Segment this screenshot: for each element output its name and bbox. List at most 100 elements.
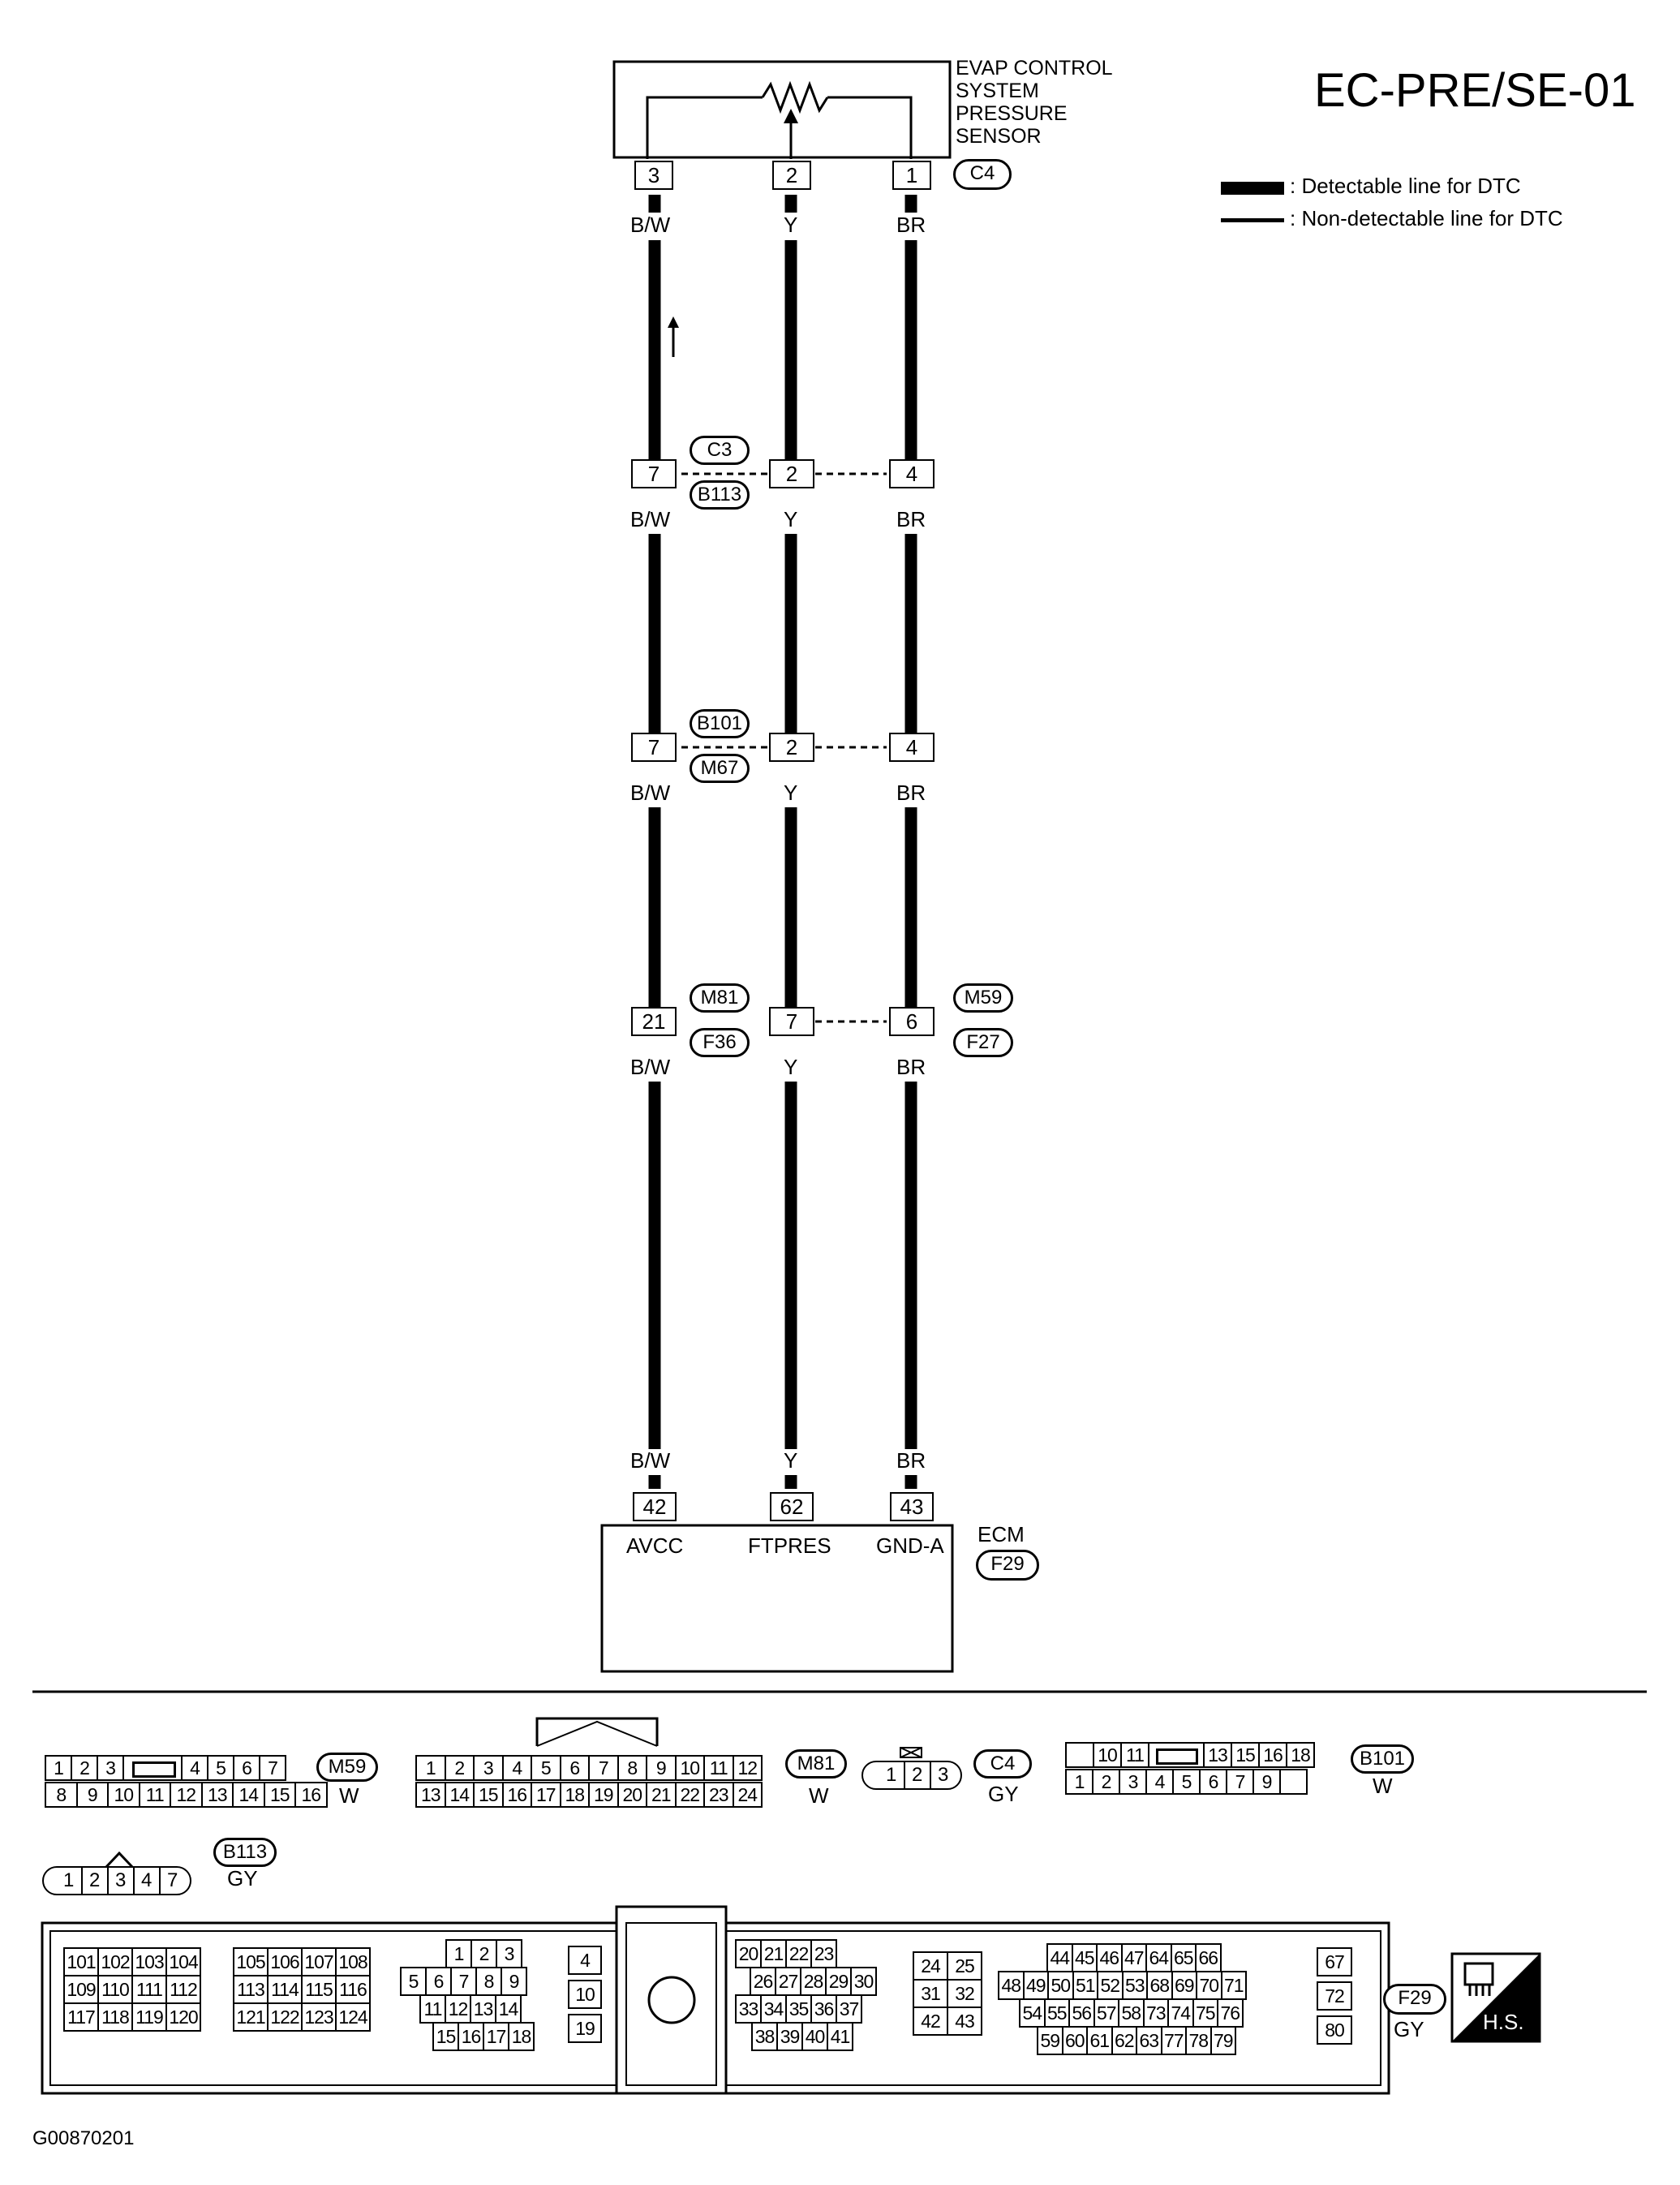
b101-color: W (1373, 1774, 1393, 1798)
sensor-pin-3: 3 (634, 161, 673, 190)
m81-row2-pin-22: 22 (674, 1782, 705, 1808)
b101-row2-pin-9: 9 (1252, 1769, 1281, 1795)
ecm-connector-id: F29 (976, 1550, 1039, 1581)
f29-g8-pin-67: 67 (1317, 1947, 1352, 1976)
m59-pin-1: 1 (45, 1755, 72, 1781)
m81-row2-pin-13: 13 (415, 1782, 446, 1808)
b113-pin-divider (107, 1868, 109, 1894)
m81-connector-id: M81 (785, 1749, 847, 1779)
f29-g1-pin-109: 109 (63, 1975, 99, 2004)
b113-pin-4: 4 (141, 1869, 153, 1891)
f29-g2-pin-114: 114 (267, 1975, 303, 2004)
f29-g3-pin-8: 8 (475, 1967, 502, 1996)
junction3-upper-connector: M81 (690, 983, 750, 1013)
f29-g6-pin-32: 32 (947, 1979, 982, 2008)
m81-row1-pin-10: 10 (674, 1755, 705, 1781)
f29-g7-pin-47: 47 (1120, 1943, 1147, 1972)
m59-row2-pin-14: 14 (232, 1782, 265, 1808)
b113-connector-id: B113 (213, 1838, 277, 1867)
ecm-pin-42: 42 (633, 1492, 677, 1521)
f29-g7-pin-68: 68 (1146, 1971, 1173, 2000)
ecm-color-bw: B/W (630, 1448, 671, 1473)
f29-g8-pin-80: 80 (1317, 2015, 1352, 2045)
m81-row2-pin-16: 16 (501, 1782, 532, 1808)
page-id: EC-PRE/SE-01 (1314, 64, 1636, 117)
f29-g7-pin-58: 58 (1118, 1998, 1145, 2028)
m81-row1-pin-9: 9 (646, 1755, 677, 1781)
f29-g7-pin-62: 62 (1111, 2026, 1137, 2055)
f29-g7-pin-56: 56 (1068, 1998, 1095, 2028)
junction2-upper-connector: B101 (690, 709, 750, 738)
f29-g3-pin-12: 12 (445, 1994, 471, 2024)
b113-pin-divider (133, 1868, 135, 1894)
b101-row1-pin-16: 16 (1258, 1742, 1287, 1768)
f29-g5-pin-33: 33 (735, 1994, 762, 2024)
f29-g1-pin-118: 118 (97, 2002, 133, 2032)
m81-row1-pin-6: 6 (559, 1755, 590, 1781)
b113-pin-2: 2 (89, 1869, 101, 1891)
b101-row2-pin-1: 1 (1065, 1769, 1094, 1795)
f29-g3-pin-13: 13 (470, 1994, 496, 2024)
junction1-upper-connector: C3 (690, 436, 750, 465)
m59-pin-6: 6 (233, 1755, 260, 1781)
sensor-internal-wiring (646, 96, 763, 159)
c4-connector-id: C4 (973, 1749, 1032, 1779)
m81-row1-pin-4: 4 (501, 1755, 532, 1781)
f29-g7-pin-49: 49 (1022, 1971, 1049, 2000)
f29-g6-pin-31: 31 (913, 1979, 948, 2008)
f29-g7-pin-46: 46 (1096, 1943, 1123, 1972)
junction3-lower-connector: F36 (690, 1028, 750, 1057)
f29-g7-pin-51: 51 (1072, 1971, 1098, 2000)
junction3-right-upper-connector: M59 (953, 983, 1013, 1013)
f29-g2-pin-105: 105 (233, 1947, 269, 1976)
f29-g5-pin-27: 27 (775, 1967, 801, 1996)
f29-g3-pin-16: 16 (458, 2022, 484, 2051)
junction2-color-bw: B/W (630, 781, 671, 805)
ecm-color-br: BR (896, 1448, 926, 1473)
m59-pin-2: 2 (71, 1755, 98, 1781)
f29-g8-pin-72: 72 (1317, 1981, 1352, 2011)
m59-key-slot (132, 1761, 176, 1778)
m81-row2-pin-19: 19 (588, 1782, 619, 1808)
f29-g7-pin-70: 70 (1196, 1971, 1222, 2000)
c4-color: GY (988, 1782, 1019, 1806)
f29-g7-pin-57: 57 (1093, 1998, 1119, 2028)
m59-connector-id: M59 (316, 1753, 378, 1782)
junction1-color-y: Y (784, 507, 798, 531)
b101-row2-pin-3: 3 (1119, 1769, 1147, 1795)
f29-g7-pin-61: 61 (1086, 2026, 1113, 2055)
junction2-pin-bw: 7 (631, 733, 677, 762)
f29-g1-pin-104: 104 (165, 1947, 201, 1976)
f29-g7-pin-52: 52 (1097, 1971, 1124, 2000)
m59-color: W (339, 1783, 359, 1808)
f29-g1-pin-119: 119 (131, 2002, 167, 2032)
sensor-label-line4: SENSOR (956, 125, 1042, 148)
f29-g7-pin-79: 79 (1210, 2026, 1236, 2055)
f29-g2-pin-116: 116 (335, 1975, 371, 2004)
b101-connector-id: B101 (1351, 1744, 1414, 1774)
m59-pin-4: 4 (181, 1755, 208, 1781)
junction3-color-y: Y (784, 1055, 798, 1079)
m81-row2-pin-14: 14 (444, 1782, 475, 1808)
ecm-color-y: Y (784, 1448, 798, 1473)
f29-g5-pin-39: 39 (776, 2022, 803, 2051)
f29-g6-pin-24: 24 (913, 1951, 948, 1981)
junction2-color-br: BR (896, 781, 926, 805)
m59-row2-pin-16: 16 (294, 1782, 328, 1808)
junction3-color-br: BR (896, 1055, 926, 1079)
f29-g5-pin-21: 21 (760, 1939, 787, 1968)
c4-housing (861, 1761, 962, 1790)
ecm-terminal-ftpres: FTPRES (748, 1533, 831, 1558)
m81-row2-pin-21: 21 (646, 1782, 677, 1808)
m59-pin-5: 5 (207, 1755, 234, 1781)
m81-color: W (809, 1783, 829, 1808)
f29-g7-pin-44: 44 (1046, 1943, 1073, 1972)
f29-g5-pin-23: 23 (810, 1939, 837, 1968)
f29-g3-pin-3: 3 (496, 1939, 522, 1968)
f29-g3-pin-1: 1 (445, 1939, 472, 1968)
sensor-label-line3: PRESSURE (956, 102, 1068, 125)
legend-detectable-label: : Detectable line for DTC (1290, 174, 1521, 198)
sensor-label-line1: EVAP CONTROL (956, 57, 1113, 80)
b101-row2-pin-blank (1279, 1769, 1308, 1795)
